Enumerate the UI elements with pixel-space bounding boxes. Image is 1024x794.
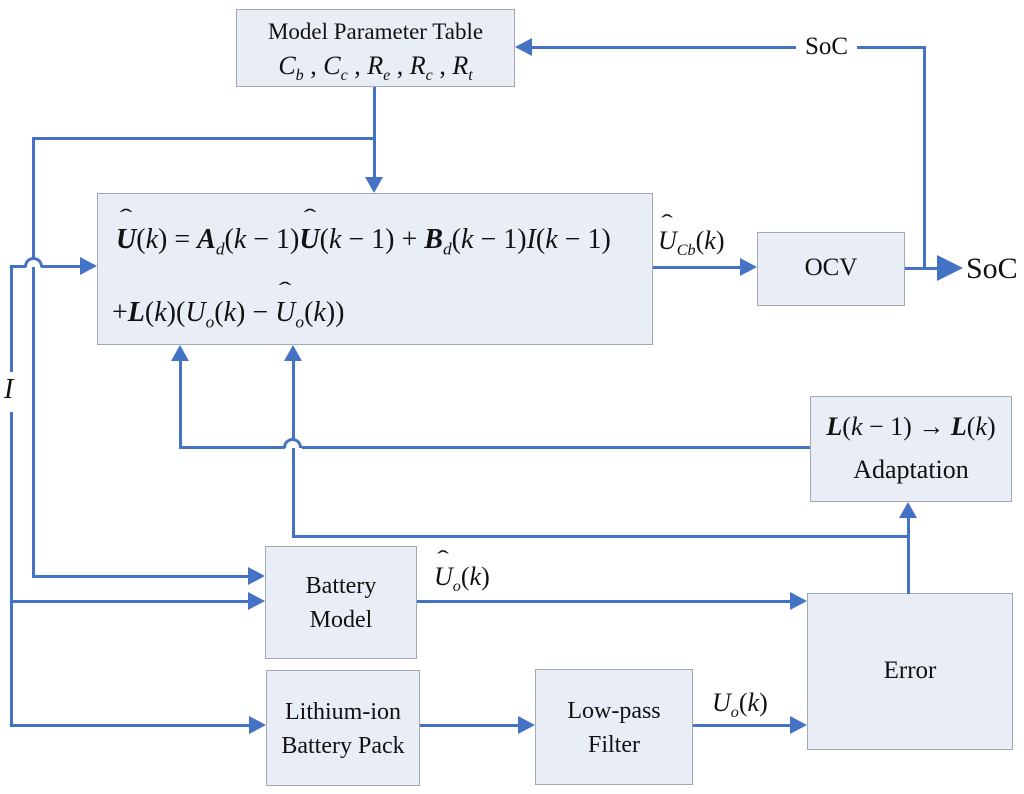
model-parameter-table-box: Model Parameter Table Cb , Cc , Re , Rc … xyxy=(236,9,515,87)
connector-parameter-branch-vertical xyxy=(32,137,35,578)
low-pass-filter-label-line1: Low-pass xyxy=(567,698,661,724)
battery-model-label-line2: Model xyxy=(309,607,373,633)
connector-ocv-to-soc xyxy=(905,267,939,270)
arrowhead-into-lowpass xyxy=(518,716,535,734)
lithium-ion-battery-pack-box: Lithium-ion Battery Pack xyxy=(266,670,420,786)
connector-gain-feedback-a xyxy=(179,446,285,449)
arrowhead-into-adaptation xyxy=(899,502,917,518)
battery-model-label-line1: Battery xyxy=(305,573,377,599)
battery-model-box: Battery Model xyxy=(265,546,417,659)
connector-parameter-branch-top xyxy=(32,137,375,140)
arrowhead-into-error-top-input xyxy=(790,592,807,610)
connector-innovation-vertical xyxy=(292,361,295,538)
ocv-box: OCV xyxy=(757,232,905,306)
u-o-signal-label: Uo(k) xyxy=(712,688,768,722)
soc-feedback-label: SoC xyxy=(796,33,858,61)
connector-battery-model-to-error xyxy=(417,600,792,603)
connector-gain-feedback-vertical xyxy=(179,361,182,448)
arrowhead-into-parameter-table xyxy=(515,38,532,56)
adaptation-box: L(k − 1) → L(k) Adaptation xyxy=(810,396,1012,502)
connector-current-line-upper xyxy=(10,265,13,372)
connector-gain-feedback-b xyxy=(302,446,810,449)
arrowhead-into-equation-left xyxy=(80,257,97,275)
connector-table-to-equation xyxy=(373,87,376,178)
adaptation-formula: L(k − 1) → L(k) xyxy=(826,412,996,441)
arrowhead-into-equation-top xyxy=(365,177,383,193)
low-pass-filter-label-line2: Filter xyxy=(588,732,640,758)
adaptation-label: Adaptation xyxy=(853,455,969,484)
error-box: Error xyxy=(807,593,1013,750)
connector-soc-feedback-top xyxy=(531,46,926,49)
arrowhead-into-equation-bottom-left xyxy=(171,345,189,361)
arrowhead-soc-output xyxy=(937,255,963,281)
connector-current-line-lower xyxy=(10,412,13,727)
connector-current-to-battery-model xyxy=(10,600,249,603)
connector-current-to-equation-a xyxy=(10,265,26,268)
line-hop-arc-current-over-parameters xyxy=(24,257,43,267)
connector-soc-feedback-vertical xyxy=(923,46,926,270)
arrowhead-into-battery-model-input2 xyxy=(248,592,265,610)
connector-parameters-to-battery-model xyxy=(32,575,249,578)
model-parameter-table-title: Model Parameter Table xyxy=(267,19,484,44)
battery-pack-label-line1: Lithium-ion xyxy=(285,699,401,725)
model-parameters-list: Cb , Cc , Re , Rc , Rt xyxy=(278,51,473,85)
line-hop-arc-gain-over-innovation xyxy=(283,438,302,448)
soc-output-label: SoC xyxy=(966,252,1018,285)
connector-innovation-horizontal xyxy=(292,535,910,538)
arrowhead-into-battery-model-input1 xyxy=(248,567,265,585)
battery-pack-label-line2: Battery Pack xyxy=(281,733,405,759)
low-pass-filter-box: Low-pass Filter xyxy=(535,669,693,785)
error-label: Error xyxy=(883,657,937,684)
current-signal-label: I xyxy=(4,374,14,405)
connector-current-to-equation-b xyxy=(41,265,81,268)
connector-lowpass-to-error xyxy=(693,724,792,727)
connector-battery-pack-to-lowpass xyxy=(420,724,520,727)
ocv-label: OCV xyxy=(804,254,858,281)
connector-equation-to-ocv xyxy=(653,266,743,269)
connector-error-to-adaptation xyxy=(907,518,910,594)
arrowhead-into-ocv xyxy=(740,258,757,276)
arrowhead-into-equation-bottom-right xyxy=(284,345,302,361)
arrowhead-into-battery-pack xyxy=(249,716,266,734)
connector-current-to-battery-pack xyxy=(10,724,250,727)
arrowhead-into-error-bottom-input xyxy=(790,716,807,734)
